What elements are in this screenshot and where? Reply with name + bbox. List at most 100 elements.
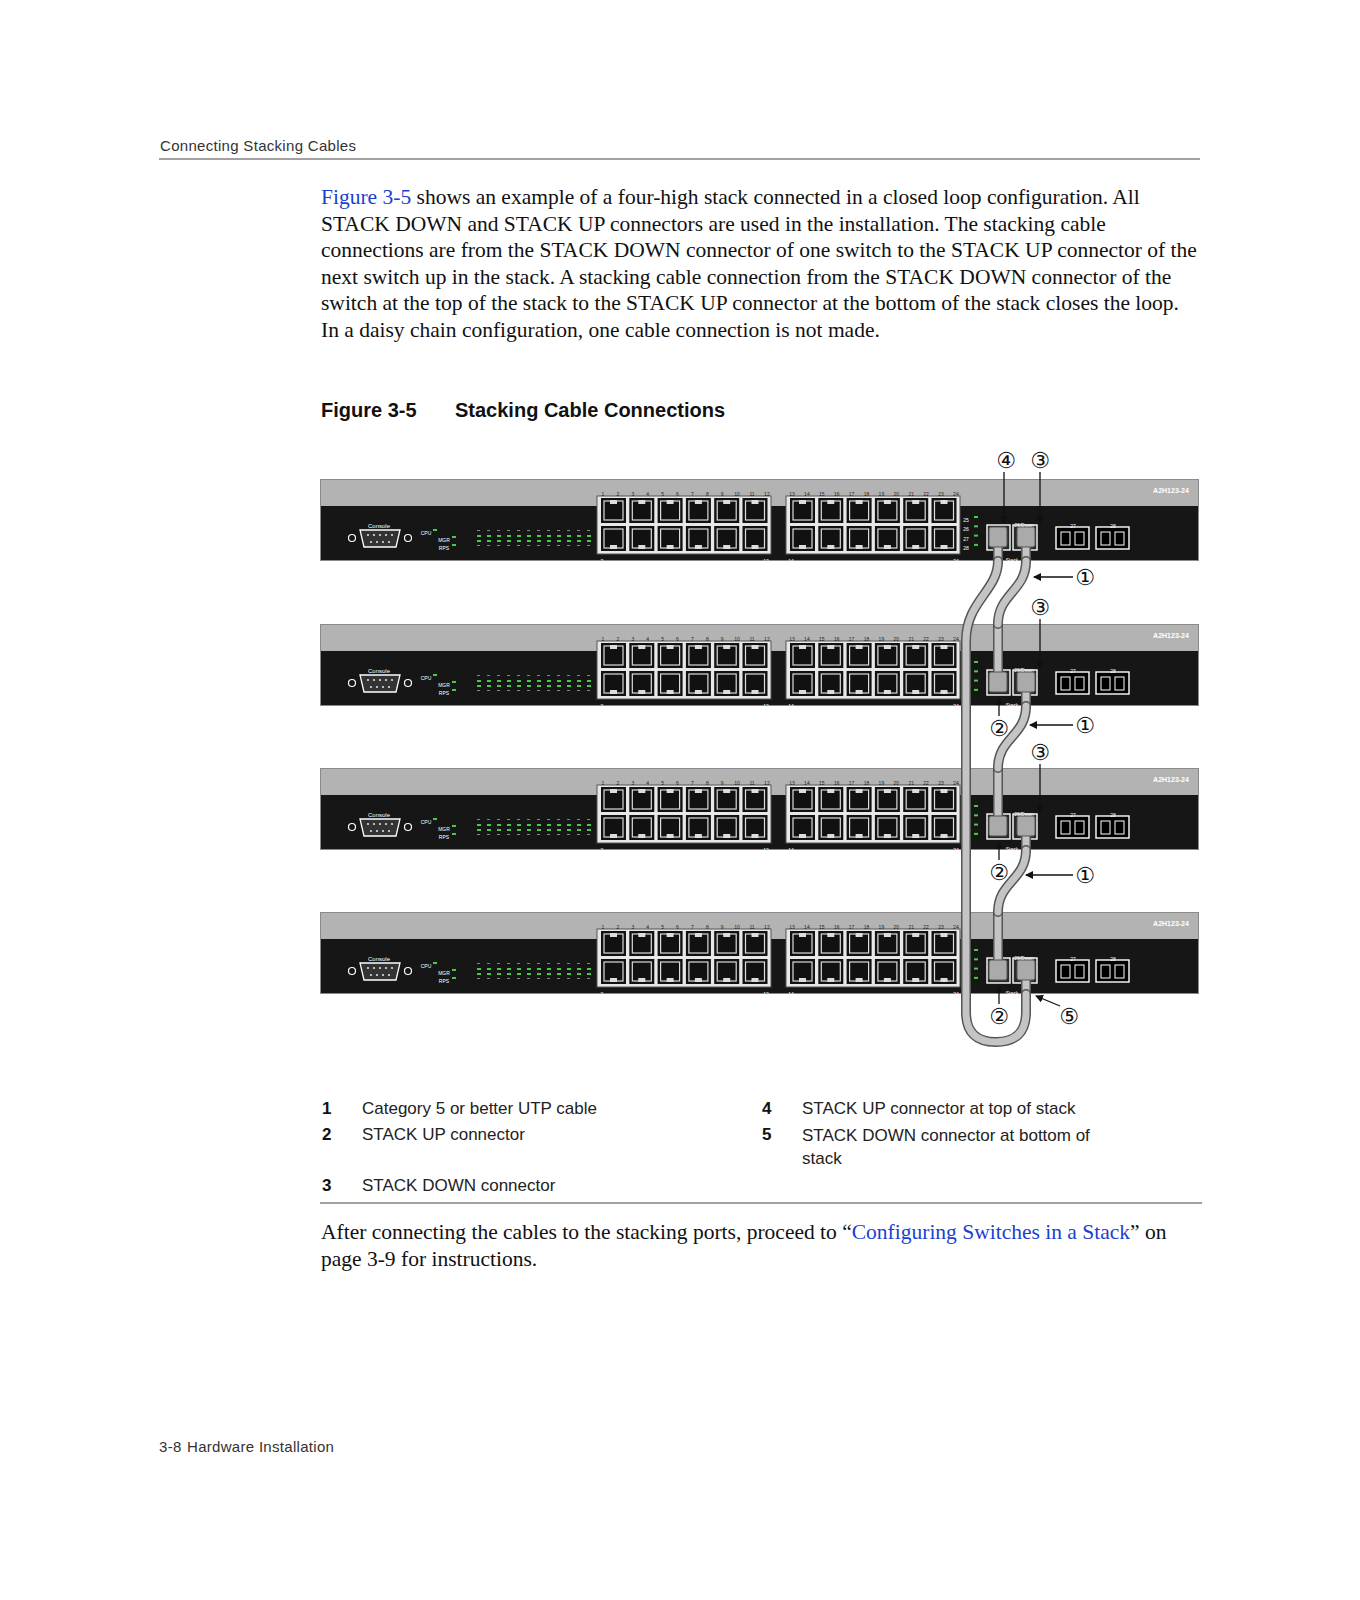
port-label: 18 [864,491,870,497]
rj45-tab [941,500,948,504]
legend-rule [320,1203,1202,1204]
port-block [786,785,960,843]
sfp-slot [1061,965,1070,978]
rj45-port-rim [821,962,840,981]
led [557,829,561,831]
cross-reference-link: Configuring Switches in a Stack [852,1220,1130,1244]
rj45-port-rim [821,529,840,548]
led-tick [537,675,540,676]
rj45-tab [638,690,645,694]
port-label: 8 [706,780,709,786]
led-tick [507,834,510,835]
port-label: 12 [764,636,770,642]
port-label: Console [368,812,390,818]
rj45-port-rim [661,501,680,520]
rj45-tab [723,500,730,504]
led-tick [547,675,550,676]
led [974,833,978,835]
led-tick [547,978,550,979]
led-tick [517,834,520,835]
led-tick [507,545,510,546]
cable-plug-head [989,672,1007,692]
rj45-port-rim [604,934,623,953]
stacking-cable-path [998,561,1026,624]
port-label: 15 [819,491,825,497]
rj45-port [875,787,900,812]
port-label: 17 [849,636,855,642]
rj45-port [847,815,872,840]
led [477,829,481,831]
led [547,968,551,970]
cable-plug-head [1017,672,1035,692]
rj45-port-rim [604,818,623,837]
led [497,824,501,826]
rj45-port-rim [850,790,869,809]
rj45-tab [884,545,891,549]
rj45-port [601,498,626,523]
port-label: 23 [938,491,944,497]
rj45-port-rim [717,790,736,809]
rj45-port [658,787,683,812]
port-label: 17 [849,491,855,497]
rj45-port-rim [661,790,680,809]
rj45-tab [912,789,919,793]
sfp-slot [1061,532,1070,545]
console-screw [349,968,356,975]
rj45-tab [695,645,702,649]
led-tick [507,675,510,676]
port-label: 24 [953,703,959,709]
rj45-port [790,671,815,696]
rj45-tab [912,690,919,694]
rj45-tab [856,500,863,504]
callout-number: ③ [1030,595,1050,620]
port-label: 23 [938,780,944,786]
rj45-tab [638,545,645,549]
port-label: 11 [749,924,754,930]
rj45-tab [884,789,891,793]
led-tick [517,690,520,691]
stack-up-port [987,525,1010,550]
console-screw [349,824,356,831]
rj45-tab [695,933,702,937]
rj45-port-rim [793,674,812,693]
rj45-port [601,787,626,812]
rj45-tab [723,690,730,694]
led-tick [537,963,540,964]
led-tick [587,978,590,979]
callout-arrow [1039,764,1040,812]
rj45-port [743,931,768,956]
led [433,962,437,964]
led-tick [517,978,520,979]
led [537,968,541,970]
rj45-port [686,931,711,956]
led [547,680,551,682]
model-label: A2H123-24 [1153,920,1189,927]
db9-pin [379,967,381,969]
led [497,680,501,682]
led-tick [557,963,560,964]
led-tick [517,963,520,964]
sfp-port [1056,672,1089,694]
rj45-tab [856,690,863,694]
rj45-port-rim [935,501,954,520]
led-tick [547,530,550,531]
port-label: 17 [849,924,855,930]
port-label: 26/Down [1014,667,1034,673]
rj45-tab [610,933,617,937]
led [477,968,481,970]
port-label: 8 [706,924,709,930]
callout-number: ② [989,716,1009,741]
rj45-tab [667,645,674,649]
port-label: 12 [763,558,769,564]
led [517,535,521,537]
rj45-port-rim [850,674,869,693]
rj45-port-rim [821,646,840,665]
rj45-port-rim [850,962,869,981]
db9-pin [382,686,384,688]
port-label: 5 [661,636,664,642]
led [517,829,521,831]
sfp-slot [1115,821,1124,834]
port-label: 8 [706,636,709,642]
rj45-port [932,787,957,812]
legend-text: STACK DOWN connector [362,1176,555,1195]
